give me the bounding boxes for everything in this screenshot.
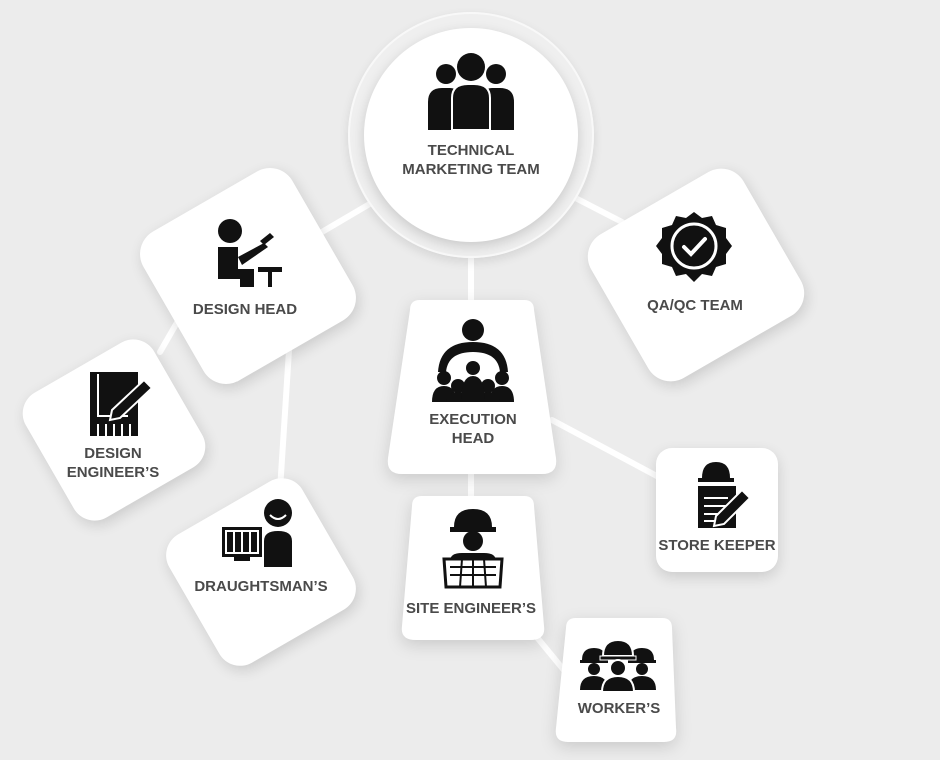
connector-exec-store — [549, 417, 671, 485]
site-engineers-label: SITE ENGINEER’S — [405, 600, 537, 617]
clipboard-helmet-icon — [698, 462, 752, 528]
label-line-1: DESIGN — [84, 445, 142, 462]
label-line-1: EXECUTION — [429, 411, 517, 428]
quality-badge-icon — [656, 212, 732, 282]
label-line-1: TECHNICAL — [427, 142, 515, 159]
design-head-label: DESIGN HEAD — [192, 301, 298, 318]
label-line-2: MARKETING TEAM — [402, 161, 540, 178]
technical-marketing-label: TECHNICAL MARKETING TEAM — [364, 141, 578, 179]
group-icon — [428, 53, 514, 131]
execution-head-label: EXECUTION HEAD — [398, 410, 548, 448]
workers-group-icon — [580, 638, 656, 692]
label-line-2: ENGINEER’S — [66, 464, 160, 481]
technical-marketing-node[interactable]: TECHNICAL MARKETING TEAM — [364, 28, 578, 242]
design-engineers-label: DESIGN ENGINEER’S — [38, 444, 188, 482]
connector-design-draught — [277, 332, 293, 493]
label-line-2: HEAD — [451, 430, 495, 447]
store-keeper-label: STORE KEEPER — [658, 537, 776, 554]
hierarchy-icon — [432, 319, 514, 402]
qa-qc-label: QA/QC TEAM — [647, 297, 743, 314]
blueprint-icon — [90, 372, 154, 436]
drafter-at-computer-icon — [222, 499, 292, 567]
designer-icon — [218, 219, 282, 287]
engineer-with-plan-icon — [442, 509, 504, 589]
workers-label: WORKER’S — [577, 700, 661, 717]
draughtsmans-label: DRAUGHTSMAN’S — [194, 578, 328, 595]
